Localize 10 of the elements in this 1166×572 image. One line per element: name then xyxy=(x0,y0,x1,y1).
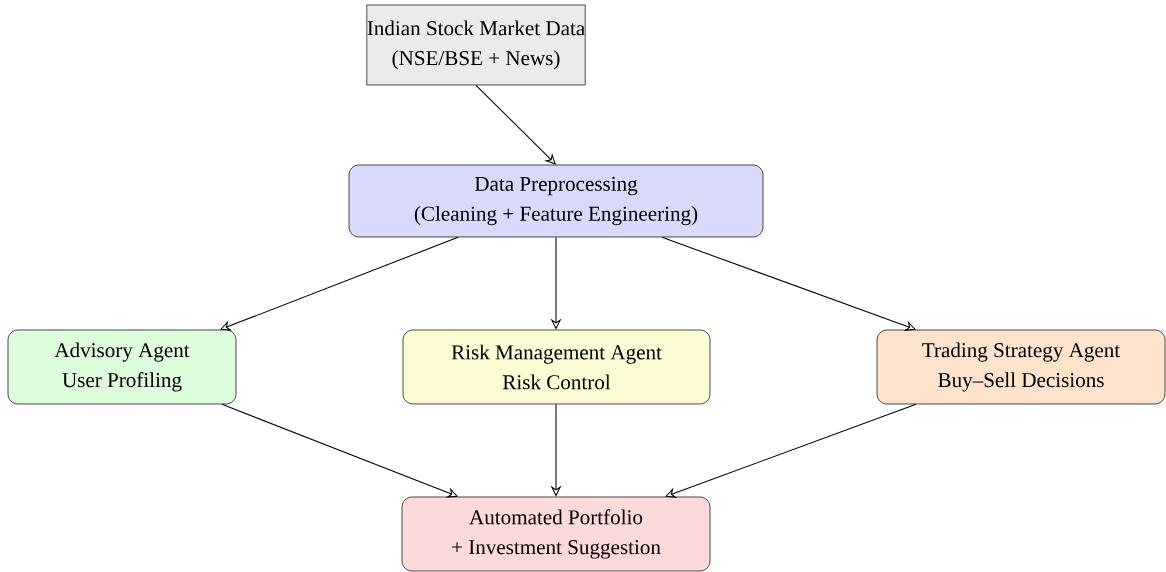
agent-box: Risk Management Agent Risk Control xyxy=(402,329,711,405)
source-box: Indian Stock Market Data (NSE/BSE + News) xyxy=(366,4,586,86)
arrow xyxy=(220,236,459,331)
output-box: Automated Portfolio + Investment Suggestion xyxy=(401,496,711,572)
arrow xyxy=(665,403,917,499)
arrow xyxy=(221,403,458,498)
agent-box: Advisory Agent User Profiling xyxy=(7,329,237,405)
agent-box: Trading Strategy Agent Buy–Sell Decisions xyxy=(876,329,1166,405)
arrow xyxy=(475,84,556,165)
process-box: Data Preprocessing (Cleaning + Feature Engineering) xyxy=(348,164,764,238)
